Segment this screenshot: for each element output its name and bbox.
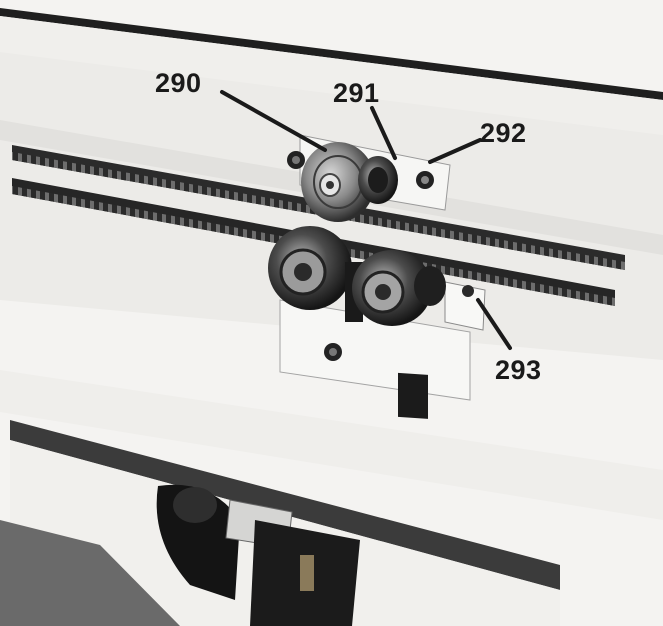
top-frame-edge [0,8,663,135]
leader-292 [428,138,482,164]
idler-pulley-291 [358,156,398,204]
leader-293 [476,298,512,350]
leader-lines [220,90,512,350]
idler-pulley-290 [301,142,375,222]
screw-left [287,151,305,169]
lower-carriage-plate [279,299,471,419]
callout-293: 293 [495,355,542,385]
callout-292: 292 [480,118,527,148]
leader-290 [220,90,327,152]
motor-housing [156,484,360,626]
drive-pulley-right [352,250,446,326]
screw-292 [416,171,434,189]
callout-291: 291 [333,78,380,108]
leader-291 [370,106,397,160]
callout-290: 290 [155,68,202,98]
bracket-293 [444,281,486,331]
